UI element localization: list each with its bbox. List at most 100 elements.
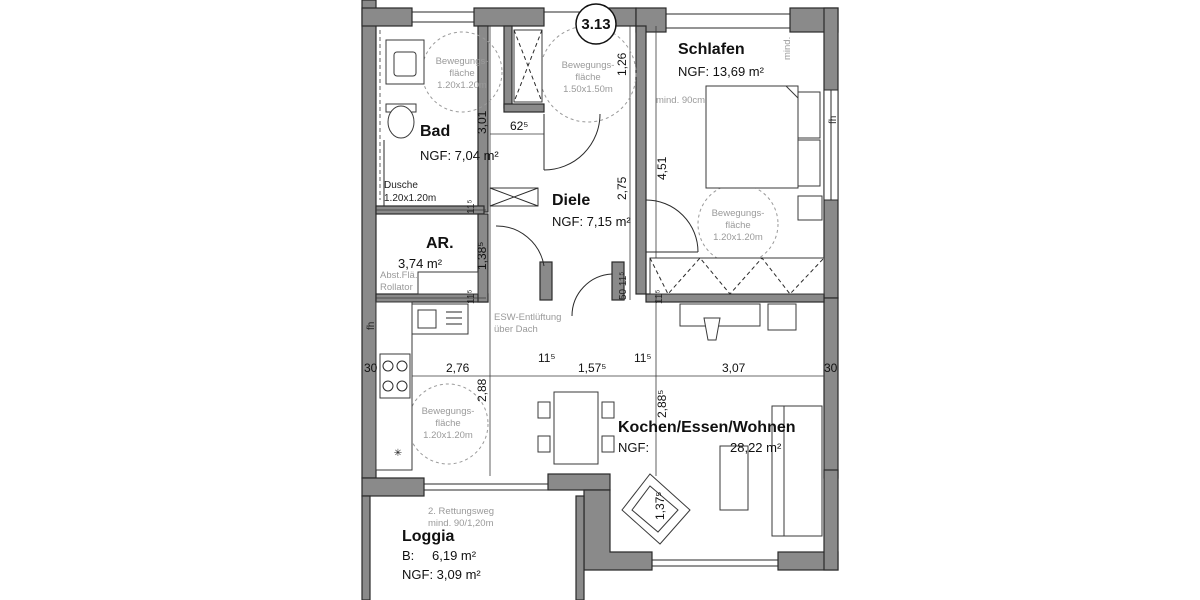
mov2-line1: Bewegungs- bbox=[562, 60, 615, 71]
bed-icon bbox=[705, 85, 799, 189]
room-diele-name: Diele bbox=[552, 192, 590, 209]
wall-niche-left bbox=[503, 25, 513, 109]
dusche-label: Dusche bbox=[384, 180, 418, 191]
mov4-line1: Bewegungs- bbox=[422, 406, 475, 417]
mov1-line3: 1.20x1.20m bbox=[437, 80, 487, 91]
tv-sideboard bbox=[679, 303, 761, 327]
room-ar-name: AR. bbox=[426, 235, 454, 252]
room-schlafen-name: Schlafen bbox=[678, 41, 745, 58]
room-bad-area: NGF: 7,04 m² bbox=[420, 148, 499, 163]
room-labels: Bad NGF: 7,04 m² Dusche 1.20x1.20m Diele… bbox=[384, 41, 796, 582]
mov3-line1: Bewegungs- bbox=[712, 208, 765, 219]
door-ar-swing bbox=[495, 225, 545, 267]
wall-diele-schlafen bbox=[635, 25, 647, 295]
dim-5015: 50 11⁵ bbox=[618, 272, 629, 300]
bottom-wall-mid bbox=[547, 473, 611, 491]
dim-115d: 11⁵ bbox=[538, 351, 555, 365]
right-wall-bottom bbox=[823, 469, 839, 571]
mov1-line2: fläche bbox=[449, 68, 474, 79]
mov2-line3: 1.50x1.50m bbox=[563, 84, 613, 95]
note-rettung-line1: 2. Rettungsweg bbox=[428, 506, 494, 517]
wardrobe-schlafen bbox=[649, 257, 825, 295]
left-exterior-wall bbox=[361, 0, 377, 479]
toilet-icon bbox=[387, 105, 415, 139]
dim-451: 4,51 bbox=[655, 156, 669, 180]
room-loggia-ngf: NGF: 3,09 m² bbox=[402, 567, 481, 582]
mov1-line1: Bewegungs- bbox=[436, 56, 489, 67]
dimension-lines bbox=[376, 26, 824, 476]
room-kochen-area: 28,22 m² bbox=[730, 440, 782, 455]
dim-307: 3,07 bbox=[722, 361, 746, 375]
wall-ar-diele bbox=[477, 213, 489, 303]
mov2-line2: fläche bbox=[575, 72, 600, 83]
cooktop-icon bbox=[379, 353, 411, 399]
nightstand-icon bbox=[797, 195, 823, 221]
movement-labels: Bewegungs- fläche 1.20x1.20m Bewegungs- … bbox=[422, 56, 765, 441]
room-loggia-name: Loggia bbox=[402, 528, 455, 545]
wall-diele-stub-left bbox=[539, 261, 553, 301]
room-schlafen-area: NGF: 13,69 m² bbox=[678, 64, 765, 79]
note-esw-line2: über Dach bbox=[494, 324, 538, 335]
wall-niche-bottom bbox=[503, 103, 545, 113]
dim-625: 62⁵ bbox=[510, 119, 528, 133]
room-kochen-name: Kochen/Essen/Wohnen bbox=[618, 419, 796, 436]
dining-table bbox=[553, 391, 599, 465]
dim-115e: 11⁵ bbox=[634, 351, 651, 365]
bottom-wall-left bbox=[361, 477, 425, 497]
walls bbox=[361, 0, 839, 600]
room-diele-area: NGF: 7,15 m² bbox=[552, 214, 631, 229]
mov4-line3: 1.20x1.20m bbox=[423, 430, 473, 441]
fridge-icon: ✳ bbox=[394, 448, 402, 459]
unit-badge: 3.13 bbox=[575, 3, 617, 45]
annotations: mind. 90cm mind. Abst.Flä. Rollator ESW-… bbox=[366, 37, 839, 529]
room-loggia-b-label: B: bbox=[402, 548, 414, 563]
dim-1385: 1,38⁵ bbox=[475, 242, 489, 270]
mov3-line2: fläche bbox=[725, 220, 750, 231]
note-abst-fla: Abst.Flä. bbox=[380, 270, 418, 281]
wall-diele-stub-right bbox=[611, 261, 625, 301]
furniture: ✳ bbox=[375, 29, 825, 545]
wall-schlafen-bottom bbox=[645, 293, 825, 303]
windows bbox=[412, 11, 790, 567]
top-wall-left bbox=[361, 7, 413, 27]
note-fh-left: fh bbox=[366, 322, 377, 330]
right-wall-lower bbox=[823, 297, 839, 479]
dusche-size: 1.20x1.20m bbox=[384, 193, 436, 204]
note-fh-right: fh bbox=[828, 116, 839, 124]
top-wall-mid bbox=[473, 7, 545, 27]
loggia-wall-left bbox=[361, 495, 371, 600]
room-loggia-b-area: 6,19 m² bbox=[432, 548, 477, 563]
dimension-labels: 3,01 62⁵ 1,26 2,75 4,51 11⁵ 1,38⁵ 11⁵ 50… bbox=[364, 52, 838, 520]
dim-115b: 11⁵ bbox=[466, 289, 477, 304]
note-rettung-line2: mind. 90/1,20m bbox=[428, 518, 494, 529]
dim-115a: 11⁵ bbox=[466, 199, 477, 214]
door-schlafen-swing bbox=[645, 199, 699, 253]
note-mind90: mind. 90cm bbox=[656, 95, 705, 106]
dim-1375: 1,37⁵ bbox=[653, 492, 667, 520]
note-rollator: Rollator bbox=[380, 282, 413, 293]
dim-275: 2,75 bbox=[615, 176, 629, 200]
room-kochen-ngf: NGF: bbox=[618, 440, 649, 455]
dim-276: 2,76 bbox=[446, 361, 470, 375]
dim-30-left: 30 bbox=[364, 361, 378, 375]
dim-288a: 2,88 bbox=[475, 378, 489, 402]
loggia-wall-right bbox=[575, 495, 585, 600]
dim-126: 1,26 bbox=[615, 52, 629, 76]
note-mind-vertical: mind. bbox=[782, 37, 793, 60]
unit-badge-label: 3.13 bbox=[581, 16, 610, 33]
dim-301: 3,01 bbox=[475, 110, 489, 134]
ar-shelf bbox=[417, 271, 479, 295]
room-ar-area: 3,74 m² bbox=[398, 256, 443, 271]
note-esw-line1: ESW-Entlüftung bbox=[494, 312, 561, 323]
dim-115c: 11⁵ bbox=[654, 289, 665, 304]
mov3-line3: 1.20x1.20m bbox=[713, 232, 763, 243]
dim-30-right: 30 bbox=[824, 361, 838, 375]
door-bad-swing bbox=[543, 113, 601, 171]
mov4-line2: fläche bbox=[435, 418, 460, 429]
dim-2885: 2,88⁵ bbox=[655, 390, 669, 418]
door-entry-swing bbox=[571, 273, 613, 317]
dim-1575: 1,57⁵ bbox=[578, 361, 606, 375]
room-bad-name: Bad bbox=[420, 123, 450, 140]
coffee-table bbox=[719, 445, 749, 511]
